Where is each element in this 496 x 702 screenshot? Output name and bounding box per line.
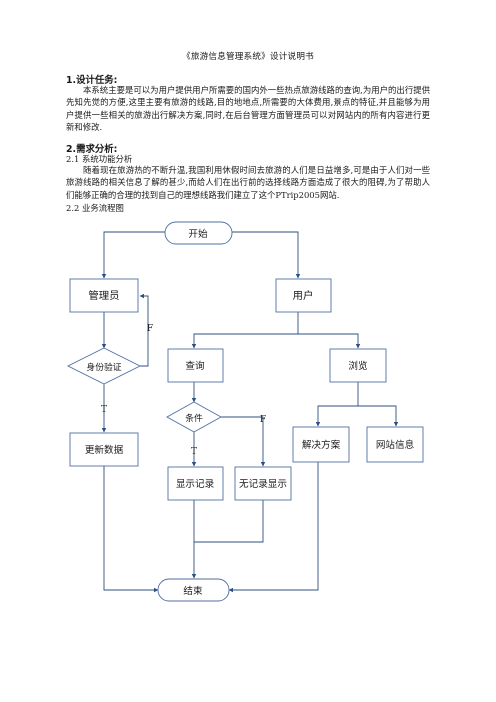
solution-node bbox=[292, 426, 350, 463]
edge-user-split bbox=[191, 312, 299, 349]
condition-true-label: T bbox=[191, 447, 197, 457]
start-node bbox=[164, 221, 233, 245]
section-2-1-paragraph: 随着现在旅游热的不断升温,我国利用休假时间去旅游的人们是日益增多,可是由于人们对… bbox=[66, 165, 430, 200]
edge-start-to-admin bbox=[101, 231, 165, 279]
section-1-heading: 1.设计任务: bbox=[66, 75, 118, 86]
end-node bbox=[157, 578, 230, 602]
query-label: 查询 bbox=[185, 360, 205, 372]
auth-false-label: F bbox=[147, 324, 153, 334]
section-1-paragraph: 本系统主要是可以为用户提供用户所需要的国内外一些热点旅游线路的查询,为用户的出行… bbox=[66, 85, 430, 133]
site-info-label: 网站信息 bbox=[376, 439, 415, 451]
document-title: 《旅游信息管理系统》设计说明书 bbox=[182, 52, 314, 62]
edge-browse-to-siteinfo bbox=[358, 405, 399, 427]
admin-label: 管理员 bbox=[88, 289, 119, 302]
condition-label: 条件 bbox=[185, 412, 203, 424]
browse-node bbox=[329, 348, 387, 383]
section-2-2-title: 2.2 业务流程图 bbox=[66, 203, 124, 213]
show-records-node bbox=[167, 466, 224, 501]
user-label: 用户 bbox=[293, 289, 314, 302]
edge-user-to-browse bbox=[298, 333, 361, 349]
edge-start-to-user bbox=[232, 231, 301, 279]
no-records-label: 无记录显示 bbox=[239, 478, 287, 490]
update-data-label: 更新数据 bbox=[85, 444, 124, 456]
edge-condition-false bbox=[221, 416, 266, 467]
query-node bbox=[167, 348, 224, 383]
edge-norecord-to-end bbox=[194, 500, 264, 543]
condition-decision-node bbox=[166, 401, 222, 433]
user-node bbox=[275, 278, 332, 313]
edge-auth-false-loop bbox=[139, 293, 149, 367]
edge-browse-split bbox=[315, 382, 359, 427]
solution-label: 解决方案 bbox=[302, 439, 341, 451]
auth-label: 身份验证 bbox=[86, 361, 121, 373]
start-label: 开始 bbox=[188, 228, 208, 240]
edge-update-to-end bbox=[103, 466, 159, 593]
admin-node bbox=[69, 278, 139, 313]
end-label: 结束 bbox=[183, 585, 203, 597]
update-data-node bbox=[69, 432, 139, 467]
section-2-heading: 2.需求分析: bbox=[66, 144, 118, 155]
no-records-node bbox=[234, 466, 292, 501]
site-info-node bbox=[366, 426, 424, 463]
edge-solution-to-end bbox=[228, 462, 319, 593]
section-2-1-title: 2.1 系统功能分析 bbox=[66, 154, 133, 164]
condition-false-label: F bbox=[260, 415, 266, 425]
auth-decision-node bbox=[66, 347, 142, 385]
browse-label: 浏览 bbox=[348, 360, 367, 372]
auth-true-label: T bbox=[101, 405, 107, 415]
show-records-label: 显示记录 bbox=[176, 478, 215, 490]
